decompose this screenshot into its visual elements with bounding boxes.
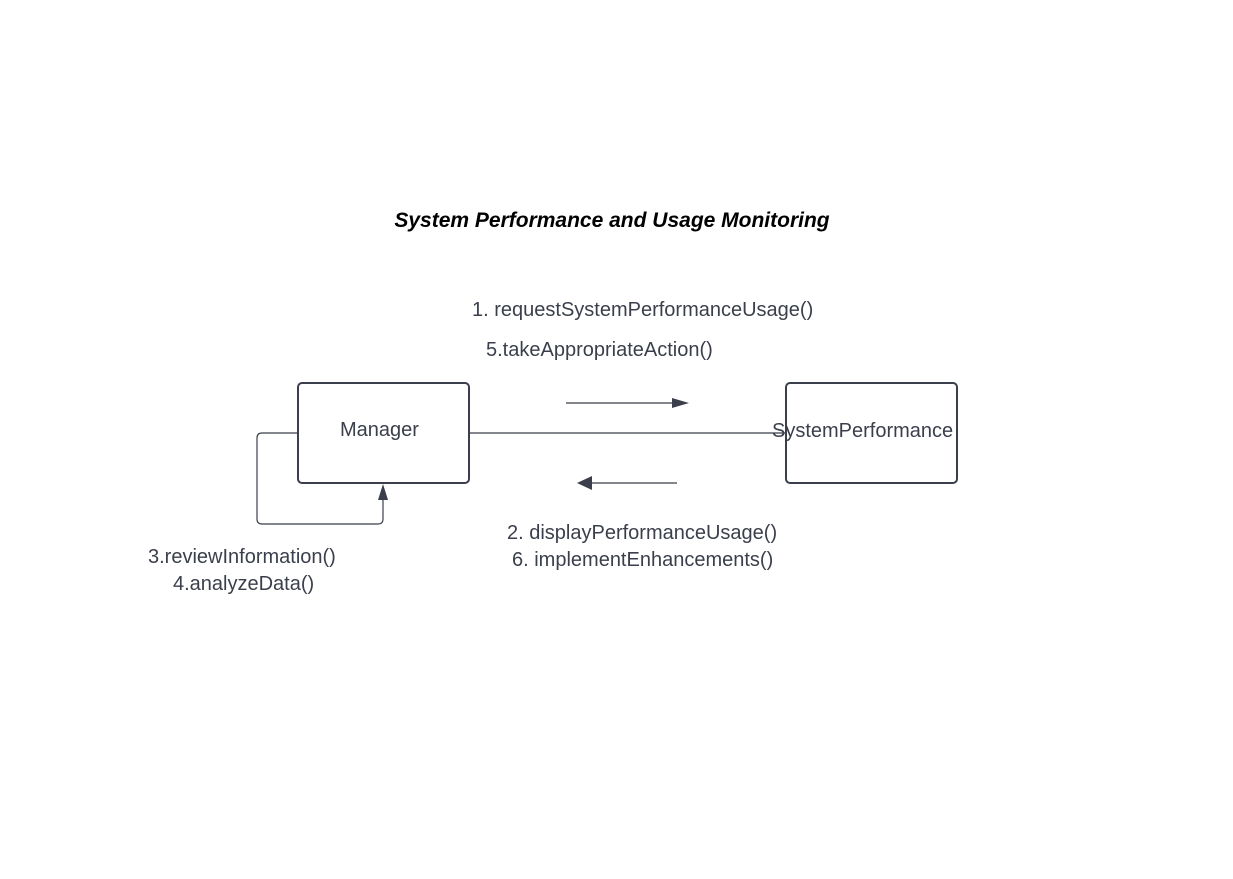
message-label-request-usage: 1. requestSystemPerformanceUsage() xyxy=(472,299,814,321)
system-performance-object xyxy=(785,382,958,484)
message-label-take-action: 5.takeAppropriateAction() xyxy=(486,339,713,361)
manager-object-label: Manager xyxy=(340,419,419,441)
message-label-implement-enhancements: 6. implementEnhancements() xyxy=(512,549,774,571)
manager-object xyxy=(297,382,470,484)
return-message-arrow xyxy=(577,476,677,490)
message-label-analyze-data: 4.analyzeData() xyxy=(173,573,315,595)
diagram-title: System Performance and Usage Monitoring xyxy=(394,209,830,232)
system-performance-object-label: SystemPerformance xyxy=(772,420,954,442)
message-label-display-usage: 2. displayPerformanceUsage() xyxy=(507,522,778,544)
forward-message-arrow xyxy=(566,398,689,408)
message-label-review-information: 3.reviewInformation() xyxy=(148,546,336,568)
